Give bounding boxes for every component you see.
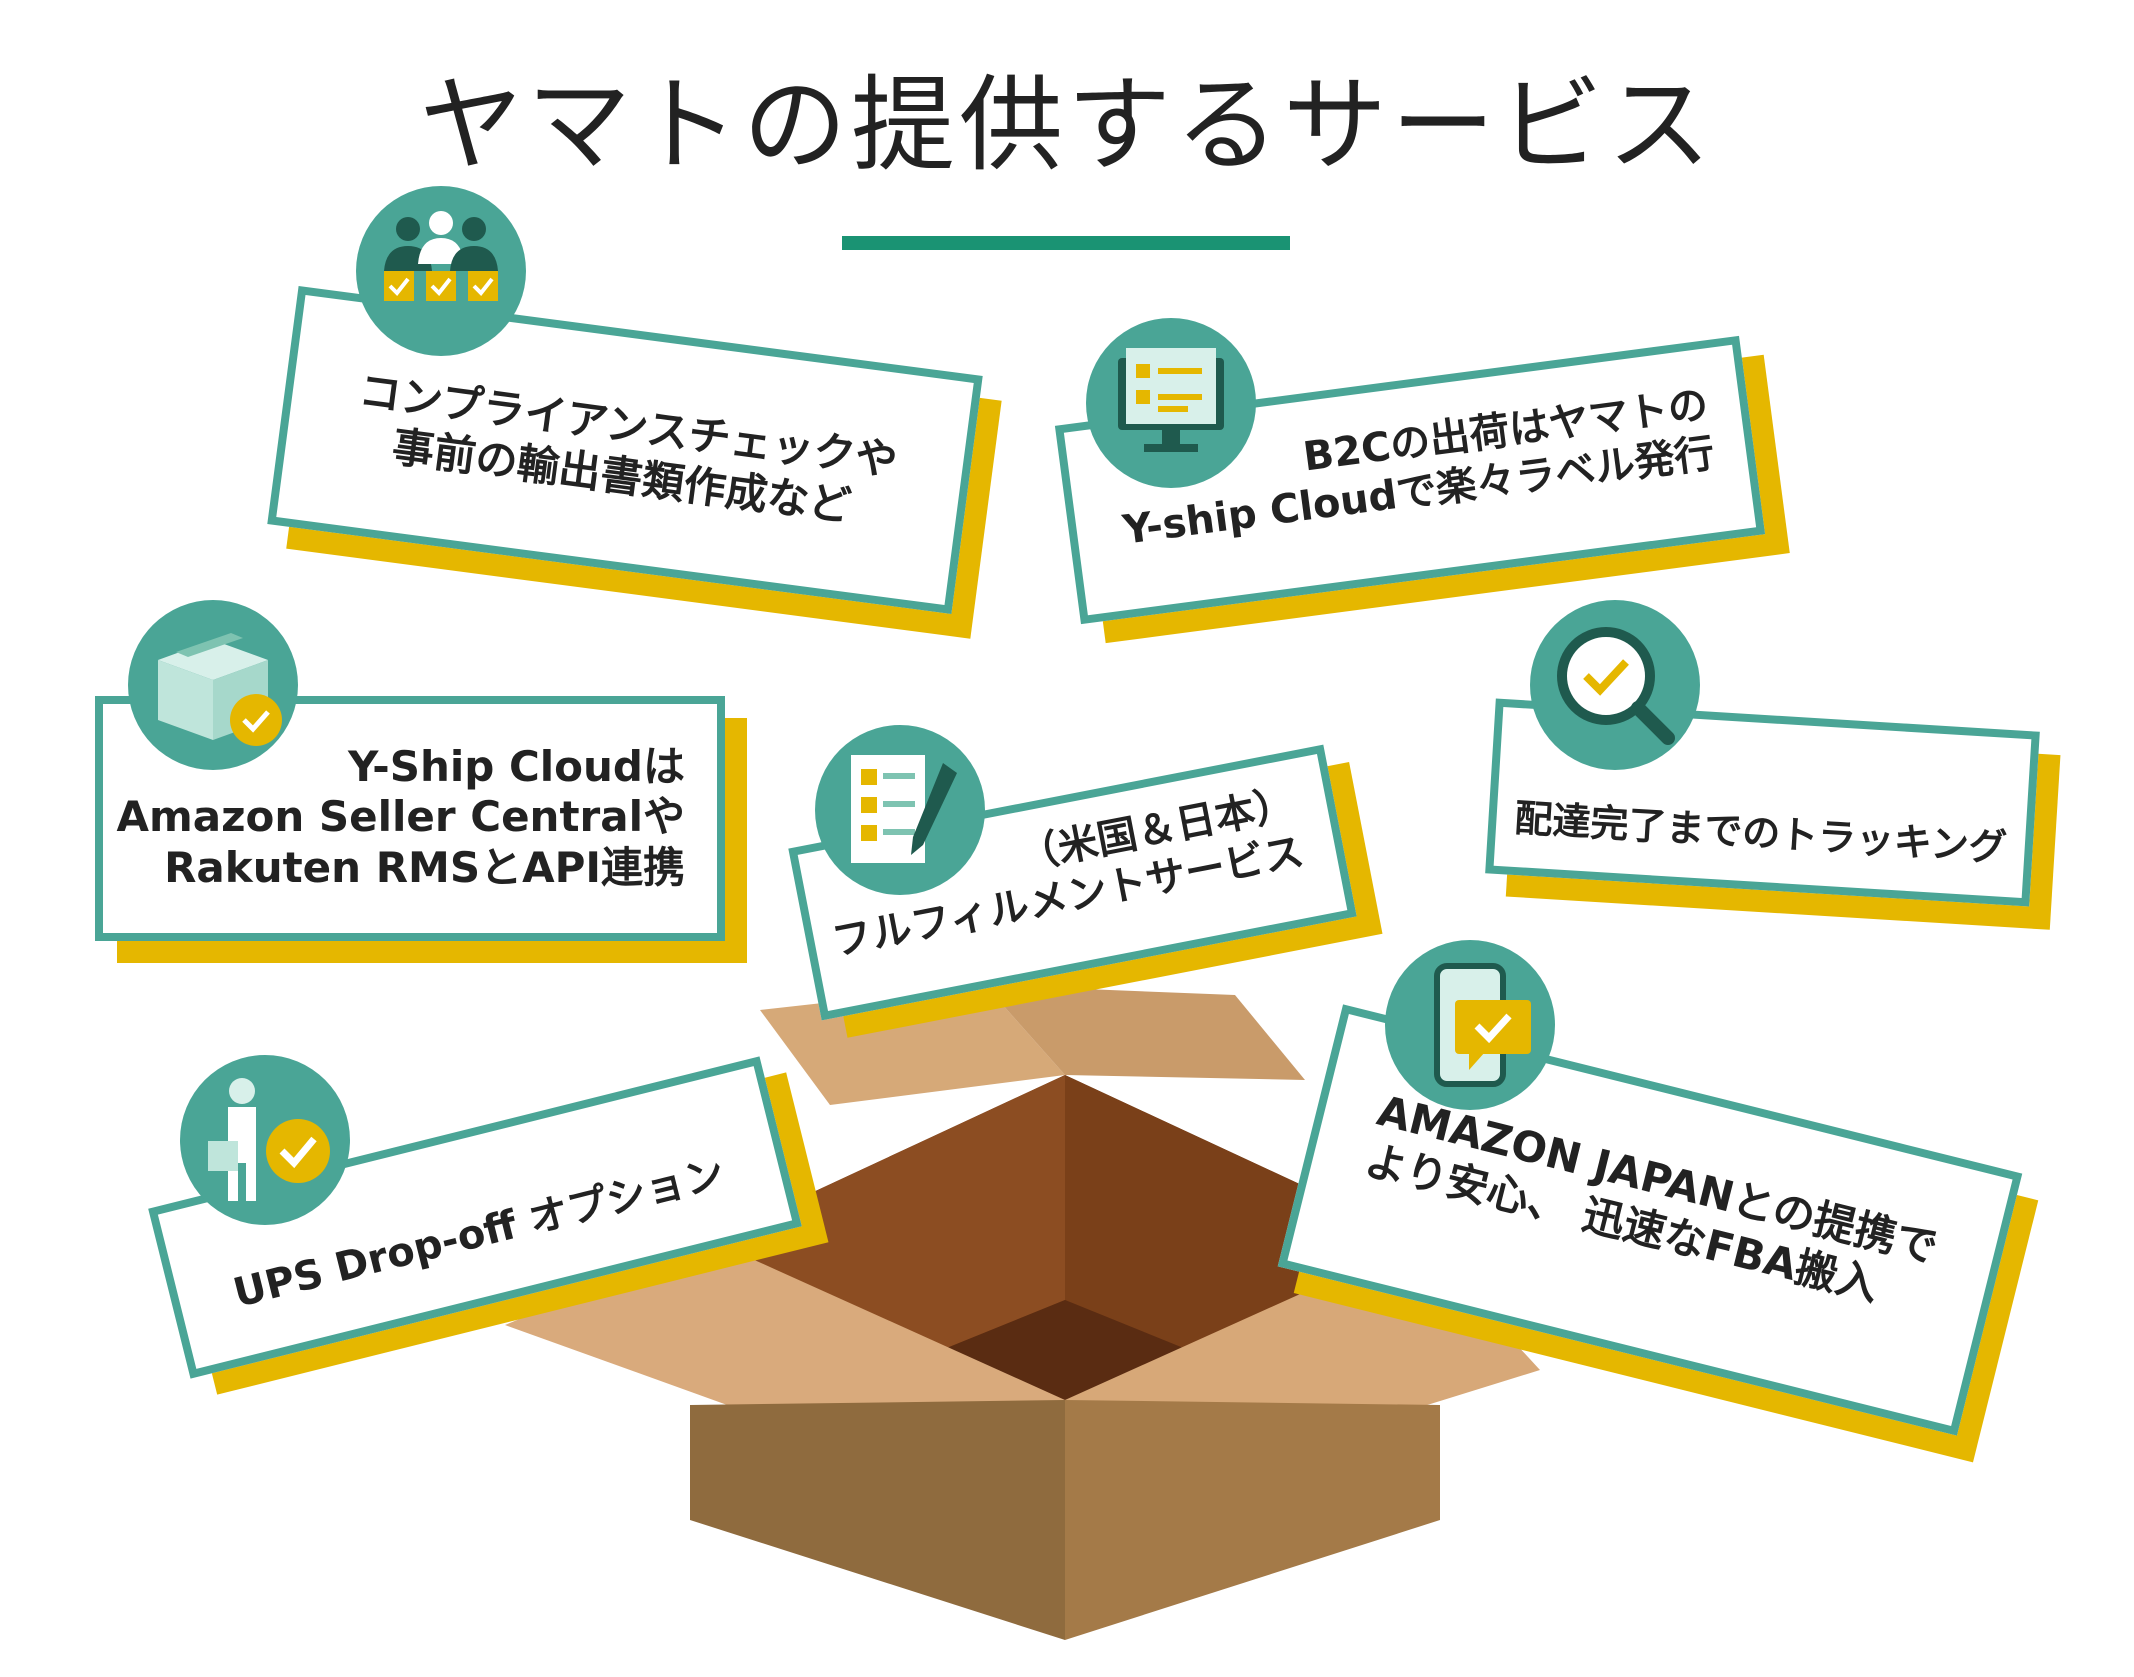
service-text-line: Amazon Seller Centralや — [116, 792, 685, 842]
service-text-line: Y-Ship Cloudは — [348, 742, 685, 791]
title-underline — [842, 236, 1290, 250]
service-card-integration: Y-Ship Cloudは Amazon Seller Centralや Rak… — [95, 696, 747, 963]
team-checklist-icon — [356, 186, 526, 356]
smartphone-message-icon — [1385, 940, 1555, 1110]
page-title: ヤマトの提供するサービス — [418, 64, 1715, 186]
card-face — [95, 696, 725, 941]
magnifier-check-icon — [1530, 600, 1700, 770]
monitor-document-icon — [1086, 318, 1256, 488]
checklist-pen-icon — [815, 725, 985, 895]
service-text-line: Rakuten RMSとAPI連携 — [164, 842, 685, 892]
courier-check-icon — [180, 1055, 350, 1225]
package-check-icon — [128, 600, 298, 770]
